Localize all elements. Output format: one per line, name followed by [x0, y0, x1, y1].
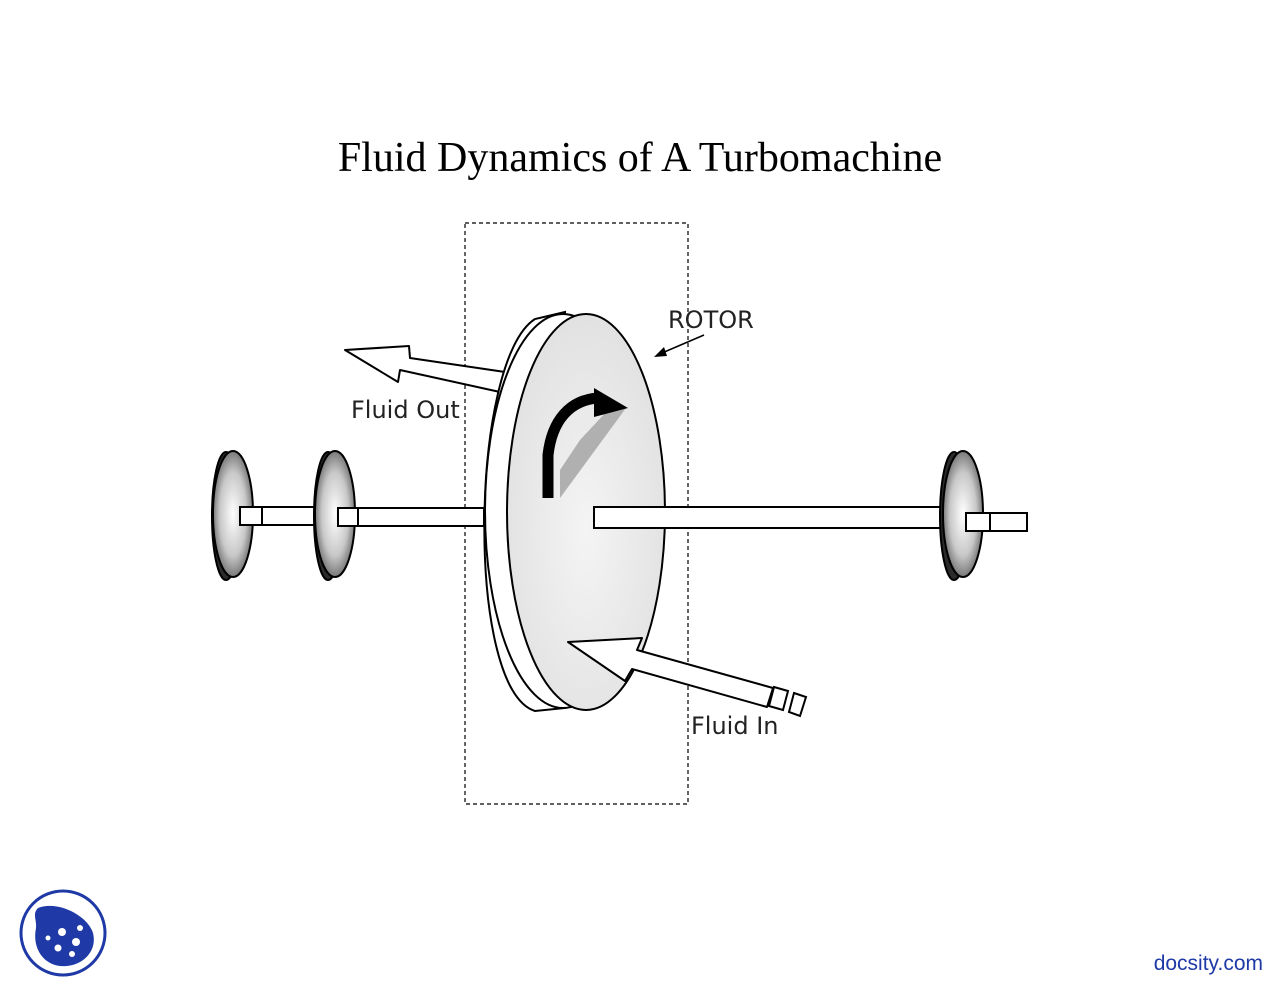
fluid-out-label: Fluid Out: [351, 396, 460, 424]
page-title: Fluid Dynamics of A Turbomachine: [337, 135, 943, 181]
left-shaft-inner: [337, 507, 485, 527]
rotor-pointer-arrow: [654, 334, 705, 357]
fluid-out-arrow: [344, 345, 506, 393]
rotor-disc: [483, 310, 666, 713]
right-shaft: [593, 506, 955, 529]
fluid-in-label: Fluid In: [691, 712, 779, 740]
rotor-label: ROTOR: [668, 306, 754, 334]
rotation-arrow-icon: [542, 388, 628, 498]
right-end-wheel: [939, 450, 991, 581]
fluid-in-arrow: [567, 637, 808, 718]
left-inner-wheel: [313, 450, 359, 581]
left-end-wheel: [211, 450, 263, 581]
docsity-watermark[interactable]: docsity.com: [1153, 952, 1263, 975]
docsity-logo-icon: [19, 889, 107, 977]
